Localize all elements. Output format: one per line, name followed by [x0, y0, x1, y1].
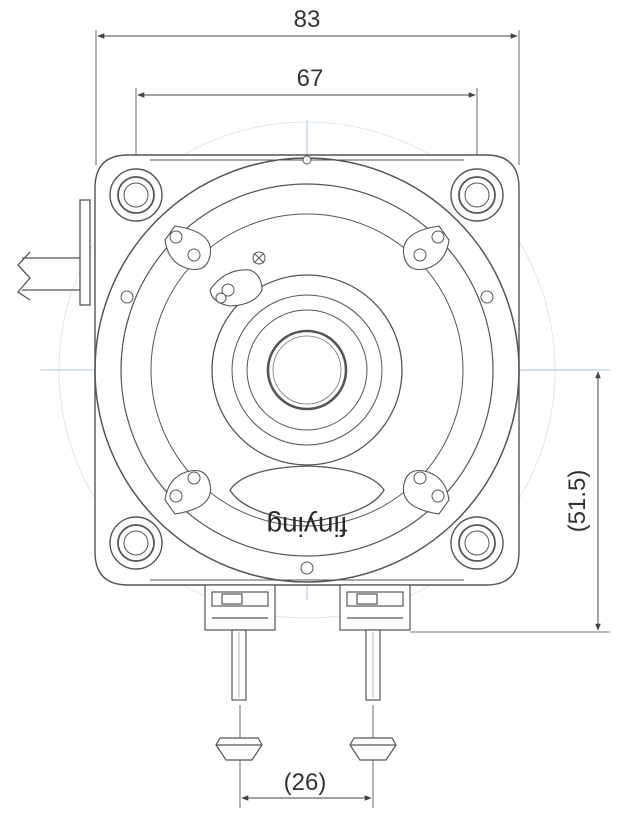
mounting-hole-bottom-left	[109, 516, 163, 570]
shaft	[266, 329, 348, 411]
rivet-marker	[252, 251, 266, 265]
terminal-right	[339, 584, 411, 761]
mounting-hole-top-left	[109, 168, 163, 222]
hub-inner	[246, 309, 368, 431]
inner-ring	[150, 213, 464, 527]
hub-outer	[211, 274, 403, 466]
mounting-holes	[109, 168, 504, 570]
mounting-hole-bottom-right	[450, 516, 504, 570]
hub-mid	[231, 294, 383, 446]
shaft-core	[272, 335, 342, 405]
mounting-hole-top-right	[450, 168, 504, 222]
dimension-overall-width	[95, 30, 520, 165]
logo-text: finying	[267, 511, 348, 542]
dimension-label-hole-spacing: 67	[297, 65, 324, 92]
terminal-left	[204, 584, 276, 761]
dimension-label-terminal-spacing: (26)	[284, 769, 327, 796]
logo-plate: finying	[229, 465, 385, 542]
dimension-label-overall-width: 83	[294, 6, 321, 33]
power-cable	[17, 199, 91, 306]
stator-plate	[120, 183, 494, 557]
dimension-label-shaft-to-base: (51.5)	[564, 470, 591, 533]
small-holes	[120, 155, 494, 575]
